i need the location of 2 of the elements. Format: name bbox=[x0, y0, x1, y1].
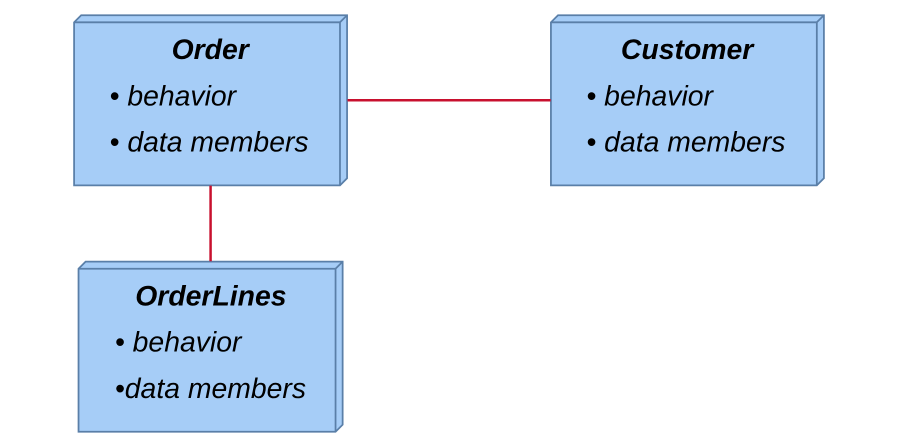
connector bbox=[347, 99, 551, 102]
connector bbox=[209, 186, 212, 262]
